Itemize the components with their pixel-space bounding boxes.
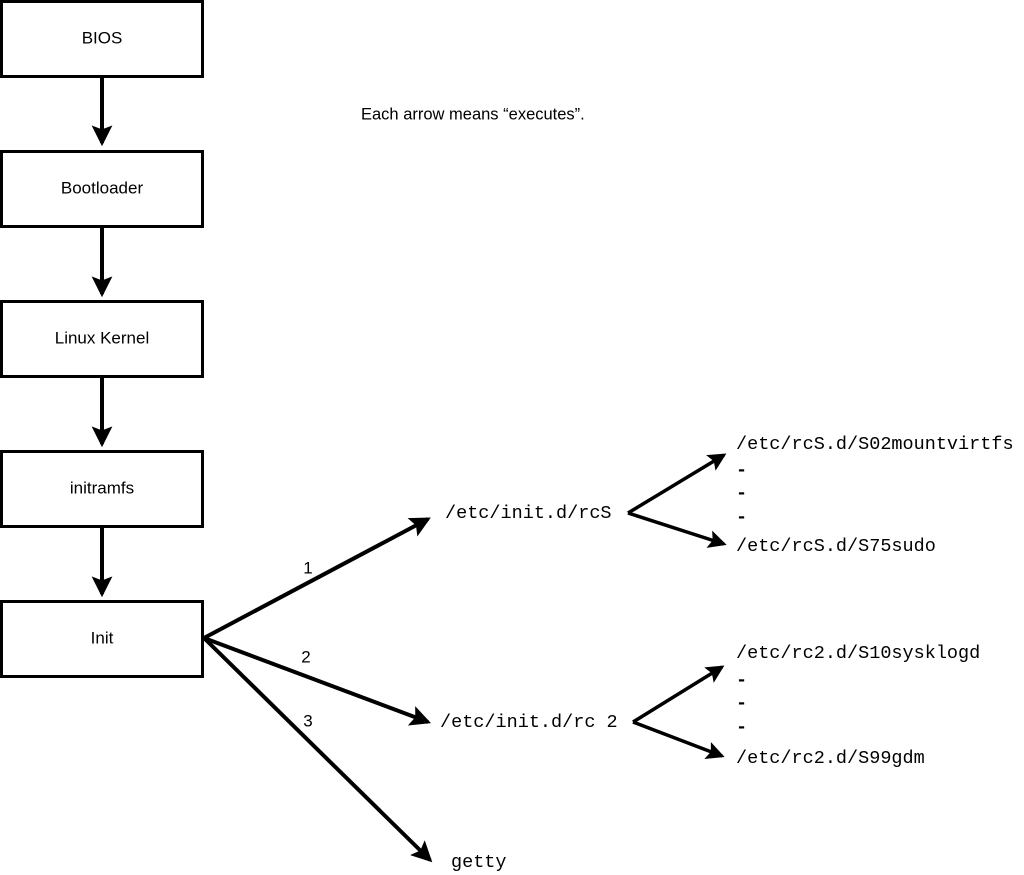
label-rcs-ellipsis-1: - — [736, 460, 747, 481]
edge-init-to-rcs — [203, 517, 431, 640]
edge-number-2: 2 — [301, 647, 310, 666]
label-rc2-ellipsis-1: - — [736, 670, 747, 691]
node-bios: BIOS — [0, 0, 204, 78]
label-rc2-last-script: /etc/rc2.d/S99gdm — [736, 748, 925, 769]
label-rcs-ellipsis-2: - — [736, 483, 747, 504]
edge-init-to-rc2 — [203, 636, 431, 726]
label-etc-init-d-rcs: /etc/init.d/rcS — [445, 503, 612, 524]
node-init: Init — [0, 600, 204, 678]
node-linux-kernel: Linux Kernel — [0, 300, 204, 378]
label-rcs-first-script: /etc/rcS.d/S02mountvirtfs — [736, 434, 1014, 455]
node-bios-label: BIOS — [82, 28, 123, 47]
node-bootloader: Bootloader — [0, 150, 204, 228]
node-init-label: Init — [91, 628, 114, 647]
edge-rcs-to-first-script — [627, 453, 727, 515]
edge-rc2-to-last-script — [632, 720, 725, 760]
node-initramfs-label: initramfs — [70, 478, 134, 497]
node-initramfs: initramfs — [0, 450, 204, 528]
label-rc2-first-script: /etc/rc2.d/S10sysklogd — [736, 643, 980, 664]
edge-number-1: 1 — [303, 558, 312, 577]
edge-rcs-to-last-script — [627, 511, 727, 548]
label-rcs-last-script: /etc/rcS.d/S75sudo — [736, 536, 936, 557]
label-etc-init-d-rc-2: /etc/init.d/rc 2 — [440, 712, 618, 733]
edge-init-to-getty — [202, 636, 433, 863]
legend-note: Each arrow means “executes”. — [361, 105, 585, 123]
edge-rc2-to-first-script — [632, 665, 725, 724]
label-rcs-ellipsis-3: - — [736, 507, 747, 528]
node-bootloader-label: Bootloader — [61, 178, 144, 197]
label-getty: getty — [451, 852, 507, 873]
node-linux-kernel-label: Linux Kernel — [55, 328, 150, 347]
label-rc2-ellipsis-2: - — [736, 693, 747, 714]
label-rc2-ellipsis-3: - — [736, 717, 747, 738]
edge-number-3: 3 — [303, 711, 312, 730]
